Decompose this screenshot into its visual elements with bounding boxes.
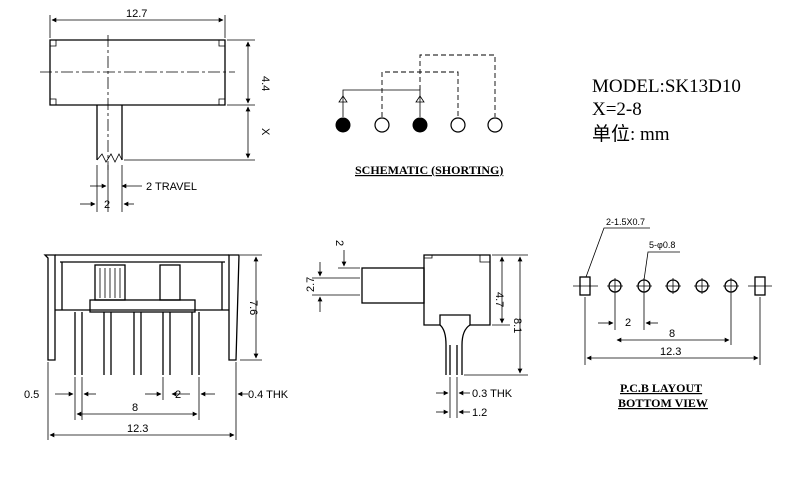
top-view: 12.7 4.4 X 2 TRAVEL 2: [40, 8, 271, 212]
schematic-contact-3: [412, 117, 428, 133]
pcb-span-dim: 8: [669, 328, 675, 340]
side-top-dim: 2: [333, 240, 345, 246]
schematic-contact-5: [487, 117, 503, 133]
top-x-dim: X: [259, 128, 271, 136]
front-height-dim: 7.6: [247, 300, 259, 315]
hole-label: 5-φ0.8: [649, 240, 675, 250]
pitch-dim: 2: [175, 389, 181, 401]
pin-width-dim: 0.5: [24, 389, 39, 401]
x-range-line: X=2-8: [592, 99, 642, 120]
slot-label: 2-1.5X0.7: [606, 217, 645, 227]
pcb-title: P.C.B LAYOUT: [620, 381, 702, 395]
model-line: MODEL:SK13D10: [592, 76, 741, 97]
pcb-pitch-dim: 2: [625, 317, 631, 329]
schematic-contact-2: [374, 117, 390, 133]
top-width-dim: 12.7: [126, 8, 147, 20]
front-view: 7.6 0.5 2 0.4 THK 8 12.3: [24, 254, 289, 440]
travel-label: 2 TRAVEL: [146, 181, 197, 193]
front-overall-dim: 12.3: [127, 423, 148, 435]
pcb-layout: 2-1.5X0.7 5-φ0.8 2 8 12.3 P.C.B LAYOUT B…: [573, 217, 772, 410]
schematic-contact-4: [450, 117, 466, 133]
pins-span-dim: 8: [132, 402, 138, 414]
top-height-dim: 4.4: [259, 76, 271, 91]
schematic: SCHEMATIC (SHORTING): [335, 54, 503, 177]
travel-dim: 2: [104, 199, 110, 211]
side-overall-dim: 8.1: [511, 318, 523, 333]
side-thickness-dim: 0.3 THK: [472, 388, 513, 400]
schematic-title: SCHEMATIC (SHORTING): [355, 163, 503, 177]
unit-line: 单位: mm: [592, 123, 670, 145]
pcb-overall-dim: 12.3: [660, 346, 681, 358]
thickness-dim: 0.4 THK: [248, 389, 289, 401]
pcb-subtitle: BOTTOM VIEW: [618, 396, 708, 410]
schematic-contact-1: [335, 117, 351, 133]
pin-offset-dim: 1.2: [472, 407, 487, 419]
side-body-dim: 4.7: [493, 292, 505, 307]
model-info: MODEL:SK13D10 X=2-8 单位: mm: [592, 76, 741, 145]
actuator-dim: 2.7: [305, 277, 317, 292]
side-view: 2 2.7 4.7 8.1 0.3 THK 1.2: [305, 240, 528, 419]
